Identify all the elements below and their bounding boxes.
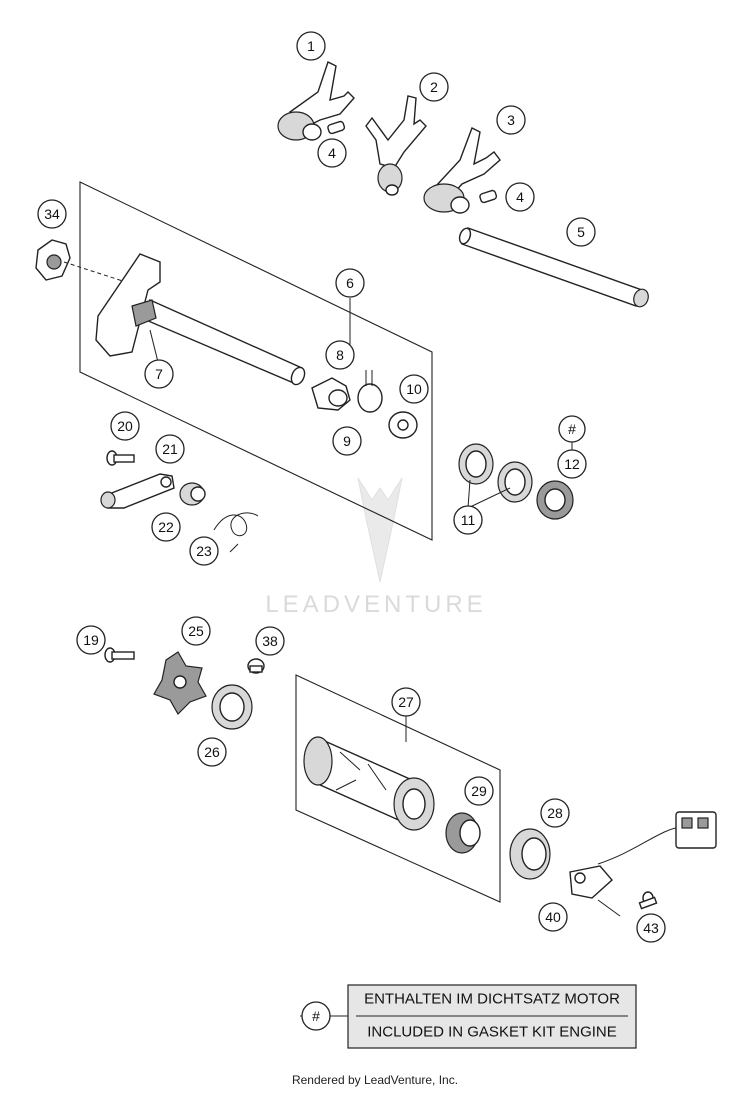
legend-symbol: # bbox=[301, 1001, 331, 1031]
callout-20: 20 bbox=[110, 411, 140, 441]
bearing-29 bbox=[445, 812, 481, 854]
shift-star-25 bbox=[153, 651, 207, 715]
svg-text:20: 20 bbox=[117, 418, 133, 434]
shift-shaft bbox=[95, 253, 306, 386]
shift-rail-5 bbox=[458, 227, 649, 308]
svg-text:9: 9 bbox=[343, 433, 351, 449]
svg-text:#: # bbox=[568, 421, 576, 437]
svg-text:8: 8 bbox=[336, 347, 344, 363]
lever-21 bbox=[100, 473, 175, 509]
svg-text:2: 2 bbox=[430, 79, 438, 95]
svg-text:34: 34 bbox=[44, 206, 60, 222]
svg-text:12: 12 bbox=[564, 456, 580, 472]
svg-text:1: 1 bbox=[307, 38, 315, 54]
bolt-19 bbox=[104, 647, 135, 663]
shaft-seal-12 bbox=[536, 480, 574, 520]
svg-text:5: 5 bbox=[577, 224, 585, 240]
callout-12: 12 bbox=[557, 449, 587, 479]
shift-fork-2 bbox=[365, 95, 427, 196]
svg-text:43: 43 bbox=[643, 920, 659, 936]
callout-10: 10 bbox=[399, 374, 429, 404]
leadventure-watermark: LEADVENTURE bbox=[265, 477, 486, 618]
callout-43: 43 bbox=[636, 913, 666, 943]
watermark-text: LEADVENTURE bbox=[265, 591, 486, 618]
callout-23: 23 bbox=[189, 536, 219, 566]
svg-text:7: 7 bbox=[155, 366, 163, 382]
spring-23 bbox=[213, 512, 259, 553]
callout-8: 8 bbox=[325, 340, 355, 370]
callout-leaders bbox=[149, 298, 573, 1017]
svg-text:4: 4 bbox=[328, 145, 336, 161]
svg-text:6: 6 bbox=[346, 275, 354, 291]
callout-2: 2 bbox=[419, 72, 449, 102]
shift-fork-3 bbox=[423, 127, 501, 214]
screw-43 bbox=[638, 891, 658, 910]
shift-fork-1 bbox=[277, 61, 355, 141]
svg-text:22: 22 bbox=[158, 519, 174, 535]
svg-text:28: 28 bbox=[547, 805, 563, 821]
bolt-20 bbox=[106, 450, 135, 466]
needle-bearing-11b bbox=[497, 461, 533, 503]
callout-40: 40 bbox=[538, 902, 568, 932]
legend-box: ENTHALTEN IM DICHTSATZ MOTOR INCLUDED IN… bbox=[347, 984, 637, 1049]
shift-pin-4b bbox=[479, 189, 498, 204]
svg-text:23: 23 bbox=[196, 543, 212, 559]
svg-text:4: 4 bbox=[516, 189, 524, 205]
callout-11: 11 bbox=[453, 505, 483, 535]
legend-line-en: INCLUDED IN GASKET KIT ENGINE bbox=[367, 1024, 617, 1041]
shift-pin-4a bbox=[327, 120, 346, 135]
footer-credit: Rendered by LeadVenture, Inc. bbox=[291, 1073, 459, 1087]
screw-38 bbox=[247, 658, 265, 674]
callout-6: 6 bbox=[335, 268, 365, 298]
callout-7: 7 bbox=[144, 359, 174, 389]
gear-position-sensor-40 bbox=[569, 811, 717, 917]
callout-21: 21 bbox=[155, 434, 185, 464]
callout-26: 26 bbox=[197, 737, 227, 767]
callout-38: 38 bbox=[255, 626, 285, 656]
legend-line-de: ENTHALTEN IM DICHTSATZ MOTOR bbox=[364, 991, 620, 1008]
seal-ring-26 bbox=[211, 684, 253, 730]
svg-text:25: 25 bbox=[188, 623, 204, 639]
callout-hash: # bbox=[558, 415, 586, 443]
callout-25: 25 bbox=[181, 616, 211, 646]
svg-text:38: 38 bbox=[262, 633, 278, 649]
svg-text:11: 11 bbox=[461, 512, 476, 528]
callout-3: 3 bbox=[496, 105, 526, 135]
callout-22: 22 bbox=[151, 512, 181, 542]
svg-text:29: 29 bbox=[471, 783, 487, 799]
svg-text:27: 27 bbox=[398, 694, 414, 710]
shift-shaft-group-frame bbox=[79, 181, 433, 541]
svg-text:40: 40 bbox=[545, 909, 561, 925]
svg-text:26: 26 bbox=[204, 744, 220, 760]
bushing-22 bbox=[179, 482, 206, 506]
spring-9 bbox=[357, 370, 383, 413]
callout-28: 28 bbox=[540, 798, 570, 828]
callout-34: 34 bbox=[37, 199, 67, 229]
svg-text:10: 10 bbox=[406, 381, 422, 397]
washer-10 bbox=[388, 411, 418, 439]
callout-4b: 4 bbox=[505, 182, 535, 212]
guide-plate-8 bbox=[311, 377, 351, 411]
callout-19: 19 bbox=[76, 625, 106, 655]
callout-1: 1 bbox=[296, 31, 326, 61]
callout-4a: 4 bbox=[317, 138, 347, 168]
svg-text:#: # bbox=[312, 1008, 320, 1024]
shift-drum-group-frame bbox=[295, 674, 501, 903]
svg-text:3: 3 bbox=[507, 112, 515, 128]
needle-bearing-11a bbox=[458, 443, 494, 485]
svg-text:19: 19 bbox=[83, 632, 99, 648]
callout-29: 29 bbox=[464, 776, 494, 806]
callout-27: 27 bbox=[391, 687, 421, 717]
svg-text:21: 21 bbox=[162, 441, 178, 457]
callout-5: 5 bbox=[566, 217, 596, 247]
callout-9: 9 bbox=[332, 426, 362, 456]
shift-drum-27 bbox=[303, 736, 435, 831]
shift-lever-34 bbox=[35, 239, 133, 285]
bearing-28 bbox=[509, 828, 551, 880]
